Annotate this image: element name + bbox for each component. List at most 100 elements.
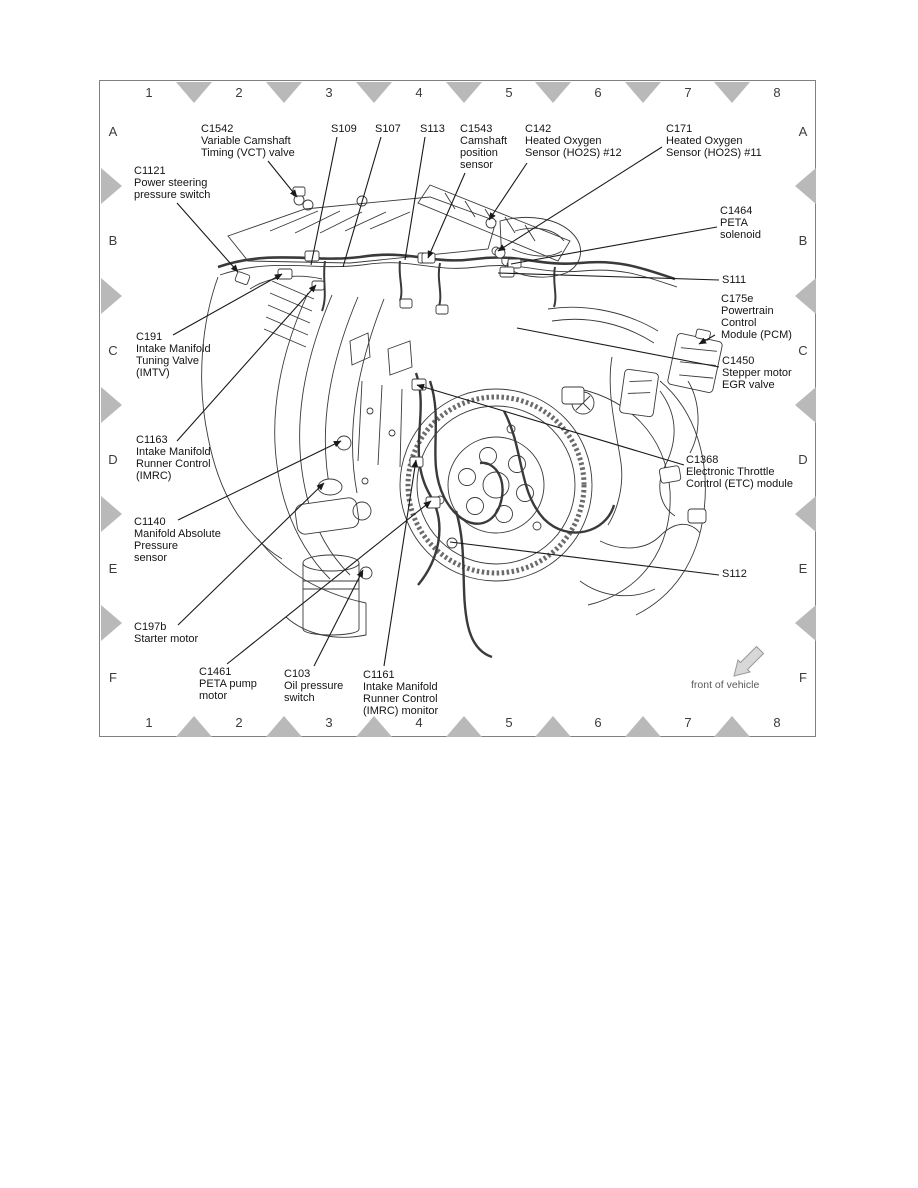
callout-c1368: C1368 Electronic Throttle Control (ETC) … xyxy=(686,454,793,490)
leader-c1121 xyxy=(176,202,239,273)
callout-line: C197b xyxy=(134,621,167,633)
callout-c191: C191 Intake Manifold Tuning Valve (IMTV) xyxy=(136,331,211,379)
leader-c1163 xyxy=(176,284,317,442)
grid-col-6-top: 6 xyxy=(594,85,602,100)
callout-c1543: C1543 Camshaft position sensor xyxy=(460,123,507,171)
grid-col-4-top: 4 xyxy=(415,85,423,100)
callout-line: Runner Control xyxy=(136,458,211,470)
callout-line: position xyxy=(460,147,498,159)
callout-c142: C142 Heated Oxygen Sensor (HO2S) #12 xyxy=(525,123,622,159)
engine-illustration xyxy=(201,184,723,659)
callout-line: C175e xyxy=(721,293,754,305)
callout-line: Stepper motor xyxy=(722,367,792,379)
grid-col-1-top: 1 xyxy=(145,85,153,100)
callout-s111: S111 xyxy=(722,274,746,286)
callout-line: Runner Control xyxy=(363,693,438,705)
callout-line: C1368 xyxy=(686,454,719,466)
callout-line: S113 xyxy=(420,123,445,135)
grid-col-8-top: 8 xyxy=(773,85,781,100)
leader-c1461 xyxy=(226,500,432,665)
grid-col-3-bottom: 3 xyxy=(325,715,333,730)
callout-c1450: C1450 Stepper motor EGR valve xyxy=(722,355,792,391)
callout-line: Heated Oxygen xyxy=(666,135,743,147)
callout-line: C1140 xyxy=(134,516,166,528)
grid-row-e-left: E xyxy=(108,561,118,576)
callout-line: Electronic Throttle xyxy=(686,466,775,478)
callout-line: C1464 xyxy=(720,205,753,217)
grid-col-1-bottom: 1 xyxy=(145,715,153,730)
callout-line: C103 xyxy=(284,668,311,680)
grid-row-b-left: B xyxy=(108,233,118,248)
leader-c142 xyxy=(488,162,528,221)
leader-s109 xyxy=(310,136,338,266)
callout-c1461: C1461 PETA pump motor xyxy=(199,666,257,702)
front-of-vehicle-arrow xyxy=(733,645,765,677)
grid-row-d-left: D xyxy=(108,452,118,467)
callout-line: S109 xyxy=(331,123,357,135)
leader-c191 xyxy=(172,273,283,336)
callout-c1121: C1121 Power steering pressure switch xyxy=(134,165,210,201)
callout-s113: S113 xyxy=(420,123,445,135)
grid-col-8-bottom: 8 xyxy=(773,715,781,730)
callout-line: C1161 xyxy=(363,669,395,681)
grid-col-7-top: 7 xyxy=(684,85,692,100)
callout-c175e: C175e Powertrain Control Module (PCM) xyxy=(721,293,792,341)
leader-c171 xyxy=(497,146,663,252)
callout-line: Timing (VCT) valve xyxy=(201,147,295,159)
callout-line: Control xyxy=(721,317,757,329)
grid-row-a-left: A xyxy=(108,124,118,139)
callout-line: Sensor (HO2S) #12 xyxy=(525,147,622,159)
leader-c1543 xyxy=(427,172,466,259)
callout-line: motor xyxy=(199,690,228,702)
grid-col-5-top: 5 xyxy=(505,85,513,100)
callout-line: C1450 xyxy=(722,355,755,367)
grid-markers xyxy=(101,82,816,737)
callout-line: Manifold Absolute xyxy=(134,528,221,540)
leader-c1140 xyxy=(177,440,342,521)
connector-location-diagram: 1 2 3 4 5 6 7 8 1 2 3 4 5 6 7 8 A B C D … xyxy=(99,80,816,737)
callout-s112: S112 xyxy=(722,568,747,580)
callout-c171: C171 Heated Oxygen Sensor (HO2S) #11 xyxy=(666,123,762,159)
callout-line: Pressure xyxy=(134,540,179,552)
callout-line: Variable Camshaft xyxy=(201,135,291,147)
grid-col-5-bottom: 5 xyxy=(505,715,513,730)
callout-s107: S107 xyxy=(375,123,401,135)
grid-row-d-right: D xyxy=(798,452,808,467)
leader-s112 xyxy=(449,541,720,576)
callout-c1163: C1163 Intake Manifold Runner Control (IM… xyxy=(136,434,211,482)
leader-c197b xyxy=(177,482,325,626)
leader-c175e xyxy=(698,334,716,345)
leader-c1542 xyxy=(267,160,298,198)
leader-c103 xyxy=(313,569,364,667)
leader-c1464 xyxy=(510,226,718,265)
callout-line: C1461 xyxy=(199,666,232,678)
callout-line: C1543 xyxy=(460,123,493,135)
leader-c1161 xyxy=(383,459,419,667)
grid-col-3-top: 3 xyxy=(325,85,333,100)
grid-row-f-right: F xyxy=(799,670,807,685)
callout-line: C171 xyxy=(666,123,693,135)
callout-line: Intake Manifold xyxy=(363,681,438,693)
leader-c1368 xyxy=(416,383,685,466)
callout-line: PETA xyxy=(720,217,748,229)
grid-col-7-bottom: 7 xyxy=(684,715,692,730)
callout-line: S112 xyxy=(722,568,747,580)
grid-row-f-left: F xyxy=(109,670,117,685)
callout-line: Intake Manifold xyxy=(136,446,211,458)
callout-line: Powertrain xyxy=(721,305,774,317)
grid-row-b-right: B xyxy=(798,233,808,248)
grid-col-2-bottom: 2 xyxy=(235,715,243,730)
callout-c1542: C1542 Variable Camshaft Timing (VCT) val… xyxy=(201,123,295,159)
callout-line: C1542 xyxy=(201,123,234,135)
callout-line: (IMRC) xyxy=(136,470,172,482)
callout-line: pressure switch xyxy=(134,189,211,201)
callout-line: (IMRC) monitor xyxy=(363,705,439,717)
grid-row-c-right: C xyxy=(798,343,808,358)
grid-col-4-bottom: 4 xyxy=(415,715,423,730)
callout-c197b: C197b Starter motor xyxy=(134,621,198,645)
callout-line: EGR valve xyxy=(722,379,775,391)
callout-line: PETA pump xyxy=(199,678,257,690)
callout-line: Control (ETC) module xyxy=(686,478,793,490)
callout-line: sensor xyxy=(134,552,168,564)
front-of-vehicle-label: front of vehicle xyxy=(691,679,760,691)
